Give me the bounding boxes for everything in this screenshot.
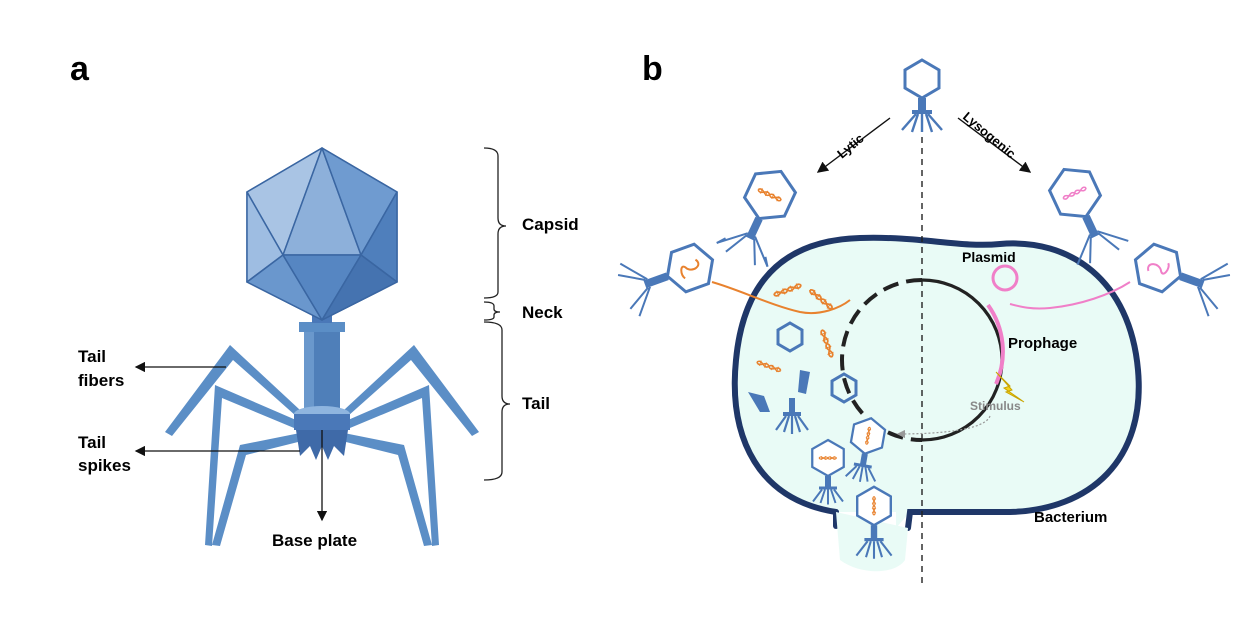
label-lysogenic: Lysogenic bbox=[960, 109, 1019, 162]
chromosome-left bbox=[840, 278, 923, 442]
label-tail-fibers-2: fibers bbox=[78, 371, 124, 390]
label-base-plate: Base plate bbox=[272, 531, 357, 550]
label-neck: Neck bbox=[522, 303, 563, 322]
attached-phage-right-injecting bbox=[1133, 242, 1231, 317]
new-phage-escaping bbox=[855, 485, 893, 559]
attached-phage-left-injecting bbox=[617, 242, 715, 317]
phage-capsid bbox=[246, 147, 398, 321]
new-phage-2 bbox=[845, 416, 887, 482]
top-phage bbox=[901, 58, 943, 133]
tail-assembly bbox=[775, 398, 809, 434]
panel-letter-a: a bbox=[70, 50, 90, 88]
new-phage-1 bbox=[811, 438, 845, 505]
phage-tail bbox=[294, 314, 350, 460]
tail-part-2 bbox=[748, 392, 770, 412]
tail-part-1 bbox=[798, 370, 810, 394]
bacterium-membrane bbox=[731, 234, 1142, 531]
tail-fibers bbox=[165, 345, 479, 546]
panel-letter-b: b bbox=[642, 50, 663, 88]
panel-b: b Lytic Lysogenic bbox=[617, 50, 1231, 585]
label-tail-fibers-1: Tail bbox=[78, 347, 106, 366]
label-bacterium: Bacterium bbox=[1034, 509, 1107, 526]
label-brackets bbox=[483, 147, 511, 481]
arrow-lysogenic bbox=[957, 117, 1032, 173]
attached-phage-right-top bbox=[1047, 167, 1129, 266]
arrow-lytic bbox=[816, 117, 891, 173]
label-capsid: Capsid bbox=[522, 215, 579, 234]
empty-capsid-2 bbox=[830, 372, 858, 404]
label-tail-spikes-2: spikes bbox=[78, 456, 131, 475]
label-prophage: Prophage bbox=[1008, 335, 1077, 352]
injected-dna-lytic bbox=[711, 281, 851, 314]
label-tail: Tail bbox=[522, 394, 550, 413]
attached-phage-left-top bbox=[716, 169, 798, 268]
label-stimulus: Stimulus bbox=[970, 399, 1021, 413]
stimulus-lightning-icon bbox=[995, 371, 1025, 403]
label-tail-spikes-1: Tail bbox=[78, 433, 106, 452]
lysis-opening bbox=[836, 512, 908, 572]
empty-capsid-1 bbox=[776, 321, 804, 353]
stimulus-arrow bbox=[896, 415, 991, 439]
panel-a: a bbox=[70, 50, 579, 550]
label-lytic: Lytic bbox=[834, 131, 867, 162]
label-plasmid: Plasmid bbox=[962, 249, 1016, 265]
injected-dna-lysogenic bbox=[1009, 281, 1131, 310]
plasmid-ring bbox=[991, 264, 1019, 292]
